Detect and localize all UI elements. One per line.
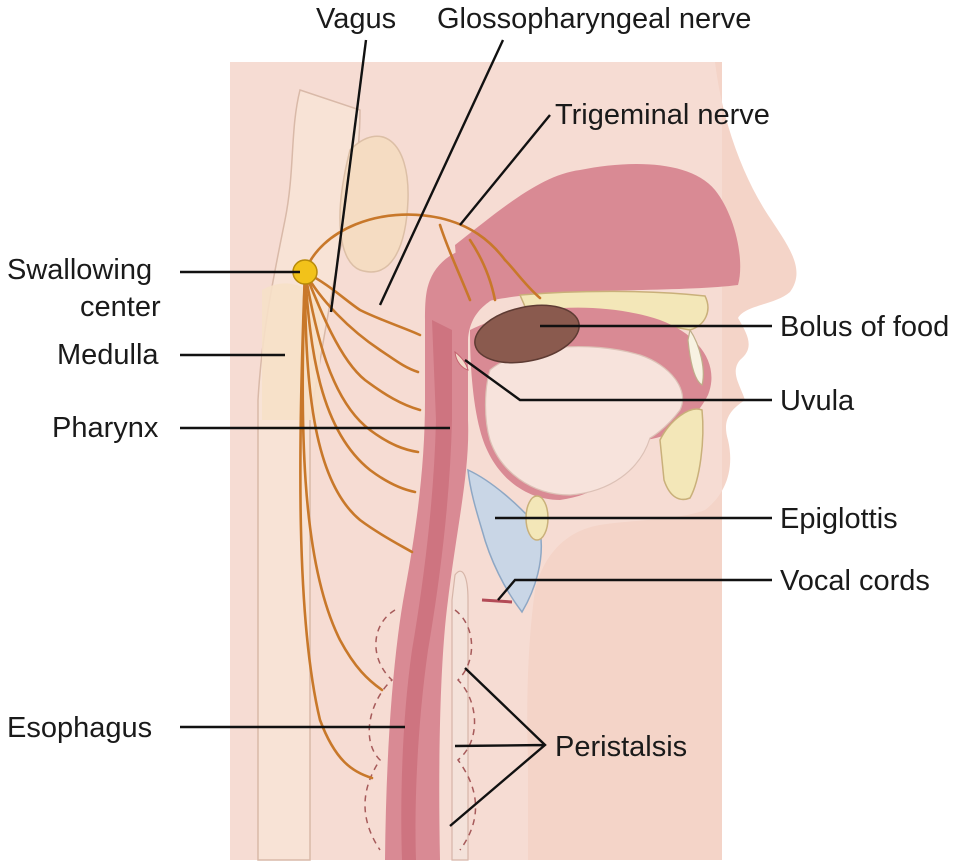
label-pharynx: Pharynx — [52, 412, 159, 444]
trachea-wall — [451, 570, 469, 861]
label-vagus: Vagus — [316, 3, 396, 35]
label-trigeminal-nerve: Trigeminal nerve — [555, 99, 770, 131]
lower-jaw-bone — [659, 408, 704, 501]
label-uvula: Uvula — [780, 385, 855, 417]
bolus-of-food — [474, 304, 580, 364]
label-vocal-cords: Vocal cords — [780, 565, 930, 597]
esophagus-lumen — [401, 320, 452, 860]
epiglottis-shape — [467, 468, 543, 614]
label-swallowing: Swallowing — [7, 254, 152, 286]
label-glossopharyngeal-nerve: Glossopharyngeal nerve — [437, 3, 751, 35]
leader-vagus — [329, 39, 368, 313]
nerve-network — [299, 213, 542, 780]
label-center: center — [80, 291, 161, 323]
label-epiglottis: Epiglottis — [780, 503, 898, 535]
peristalsis-wave-left — [364, 609, 396, 851]
label-esophagus: Esophagus — [7, 712, 152, 744]
nasal-cavity — [455, 164, 741, 310]
label-medulla: Medulla — [57, 339, 159, 371]
uvula-shape — [454, 350, 469, 371]
tongue — [484, 345, 684, 496]
upper-teeth — [687, 328, 704, 386]
leader-peristalsis — [449, 667, 547, 827]
leader-uvula — [464, 359, 772, 402]
leader-trigeminal — [459, 114, 551, 226]
vocal-cords-mark — [481, 598, 513, 604]
label-bolus-of-food: Bolus of food — [780, 311, 949, 343]
leader-vocal-cords — [497, 578, 772, 601]
leader-glossopharyngeal — [378, 39, 505, 306]
label-peristalsis: Peristalsis — [555, 731, 687, 763]
